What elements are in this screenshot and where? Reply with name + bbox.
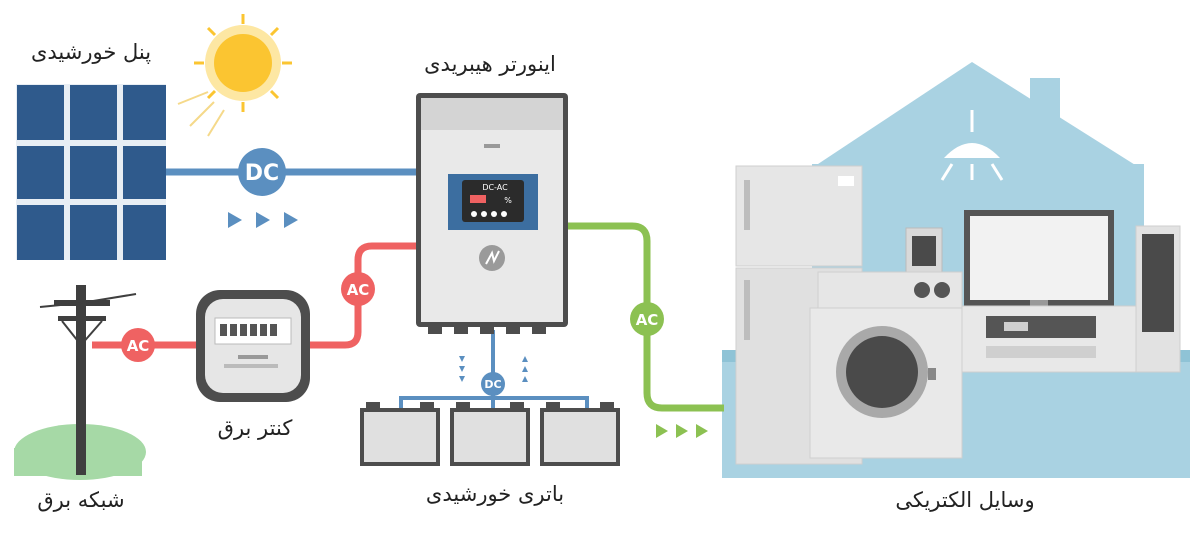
flow-arrows-solar	[228, 212, 298, 228]
power-grid	[14, 285, 146, 480]
svg-text:DC: DC	[484, 378, 501, 391]
dc-badge-battery: DC	[481, 372, 505, 396]
television	[964, 210, 1114, 306]
hybrid-inverter	[416, 93, 568, 334]
speaker-small	[905, 227, 943, 273]
inverter-display-mode: DC-AC	[482, 183, 508, 192]
inverter-label: اینورتر هیبریدی	[424, 52, 556, 76]
battery	[450, 402, 530, 466]
flow-arrows-load	[656, 424, 708, 438]
sun-icon	[177, 14, 292, 137]
ac-badge-load: AC	[630, 302, 664, 336]
ac-badge-meter: AC	[341, 272, 375, 306]
ceiling-lamp-icon	[940, 110, 1004, 181]
power-grid-label: شبکه برق	[37, 488, 125, 512]
stereo	[959, 305, 1137, 373]
svg-text:AC: AC	[347, 281, 370, 299]
battery-label: باتری خورشیدی	[425, 482, 565, 506]
battery	[540, 402, 620, 466]
lightning-bolt-icon	[485, 250, 500, 265]
inverter-display-percent: %	[504, 196, 512, 205]
appliances-label: وسایل الکتریکی	[895, 488, 1035, 512]
ac-badge-grid: AC	[121, 328, 155, 362]
washing-machine	[809, 271, 963, 459]
dc-badge-solar: DC	[238, 148, 286, 196]
electric-meter	[196, 290, 310, 402]
svg-text:AC: AC	[127, 337, 150, 355]
solar-panel	[16, 84, 166, 260]
meter-label: کنتر برق	[217, 416, 293, 440]
speaker-tall	[1135, 225, 1181, 373]
battery	[360, 402, 440, 466]
flow-arrows-battery	[459, 356, 528, 382]
svg-text:DC: DC	[245, 161, 279, 186]
dc-battery-line	[399, 330, 589, 408]
svg-text:AC: AC	[636, 311, 659, 329]
battery-bank	[360, 402, 620, 466]
solar-panel-label: پنل خورشیدی	[30, 40, 152, 64]
